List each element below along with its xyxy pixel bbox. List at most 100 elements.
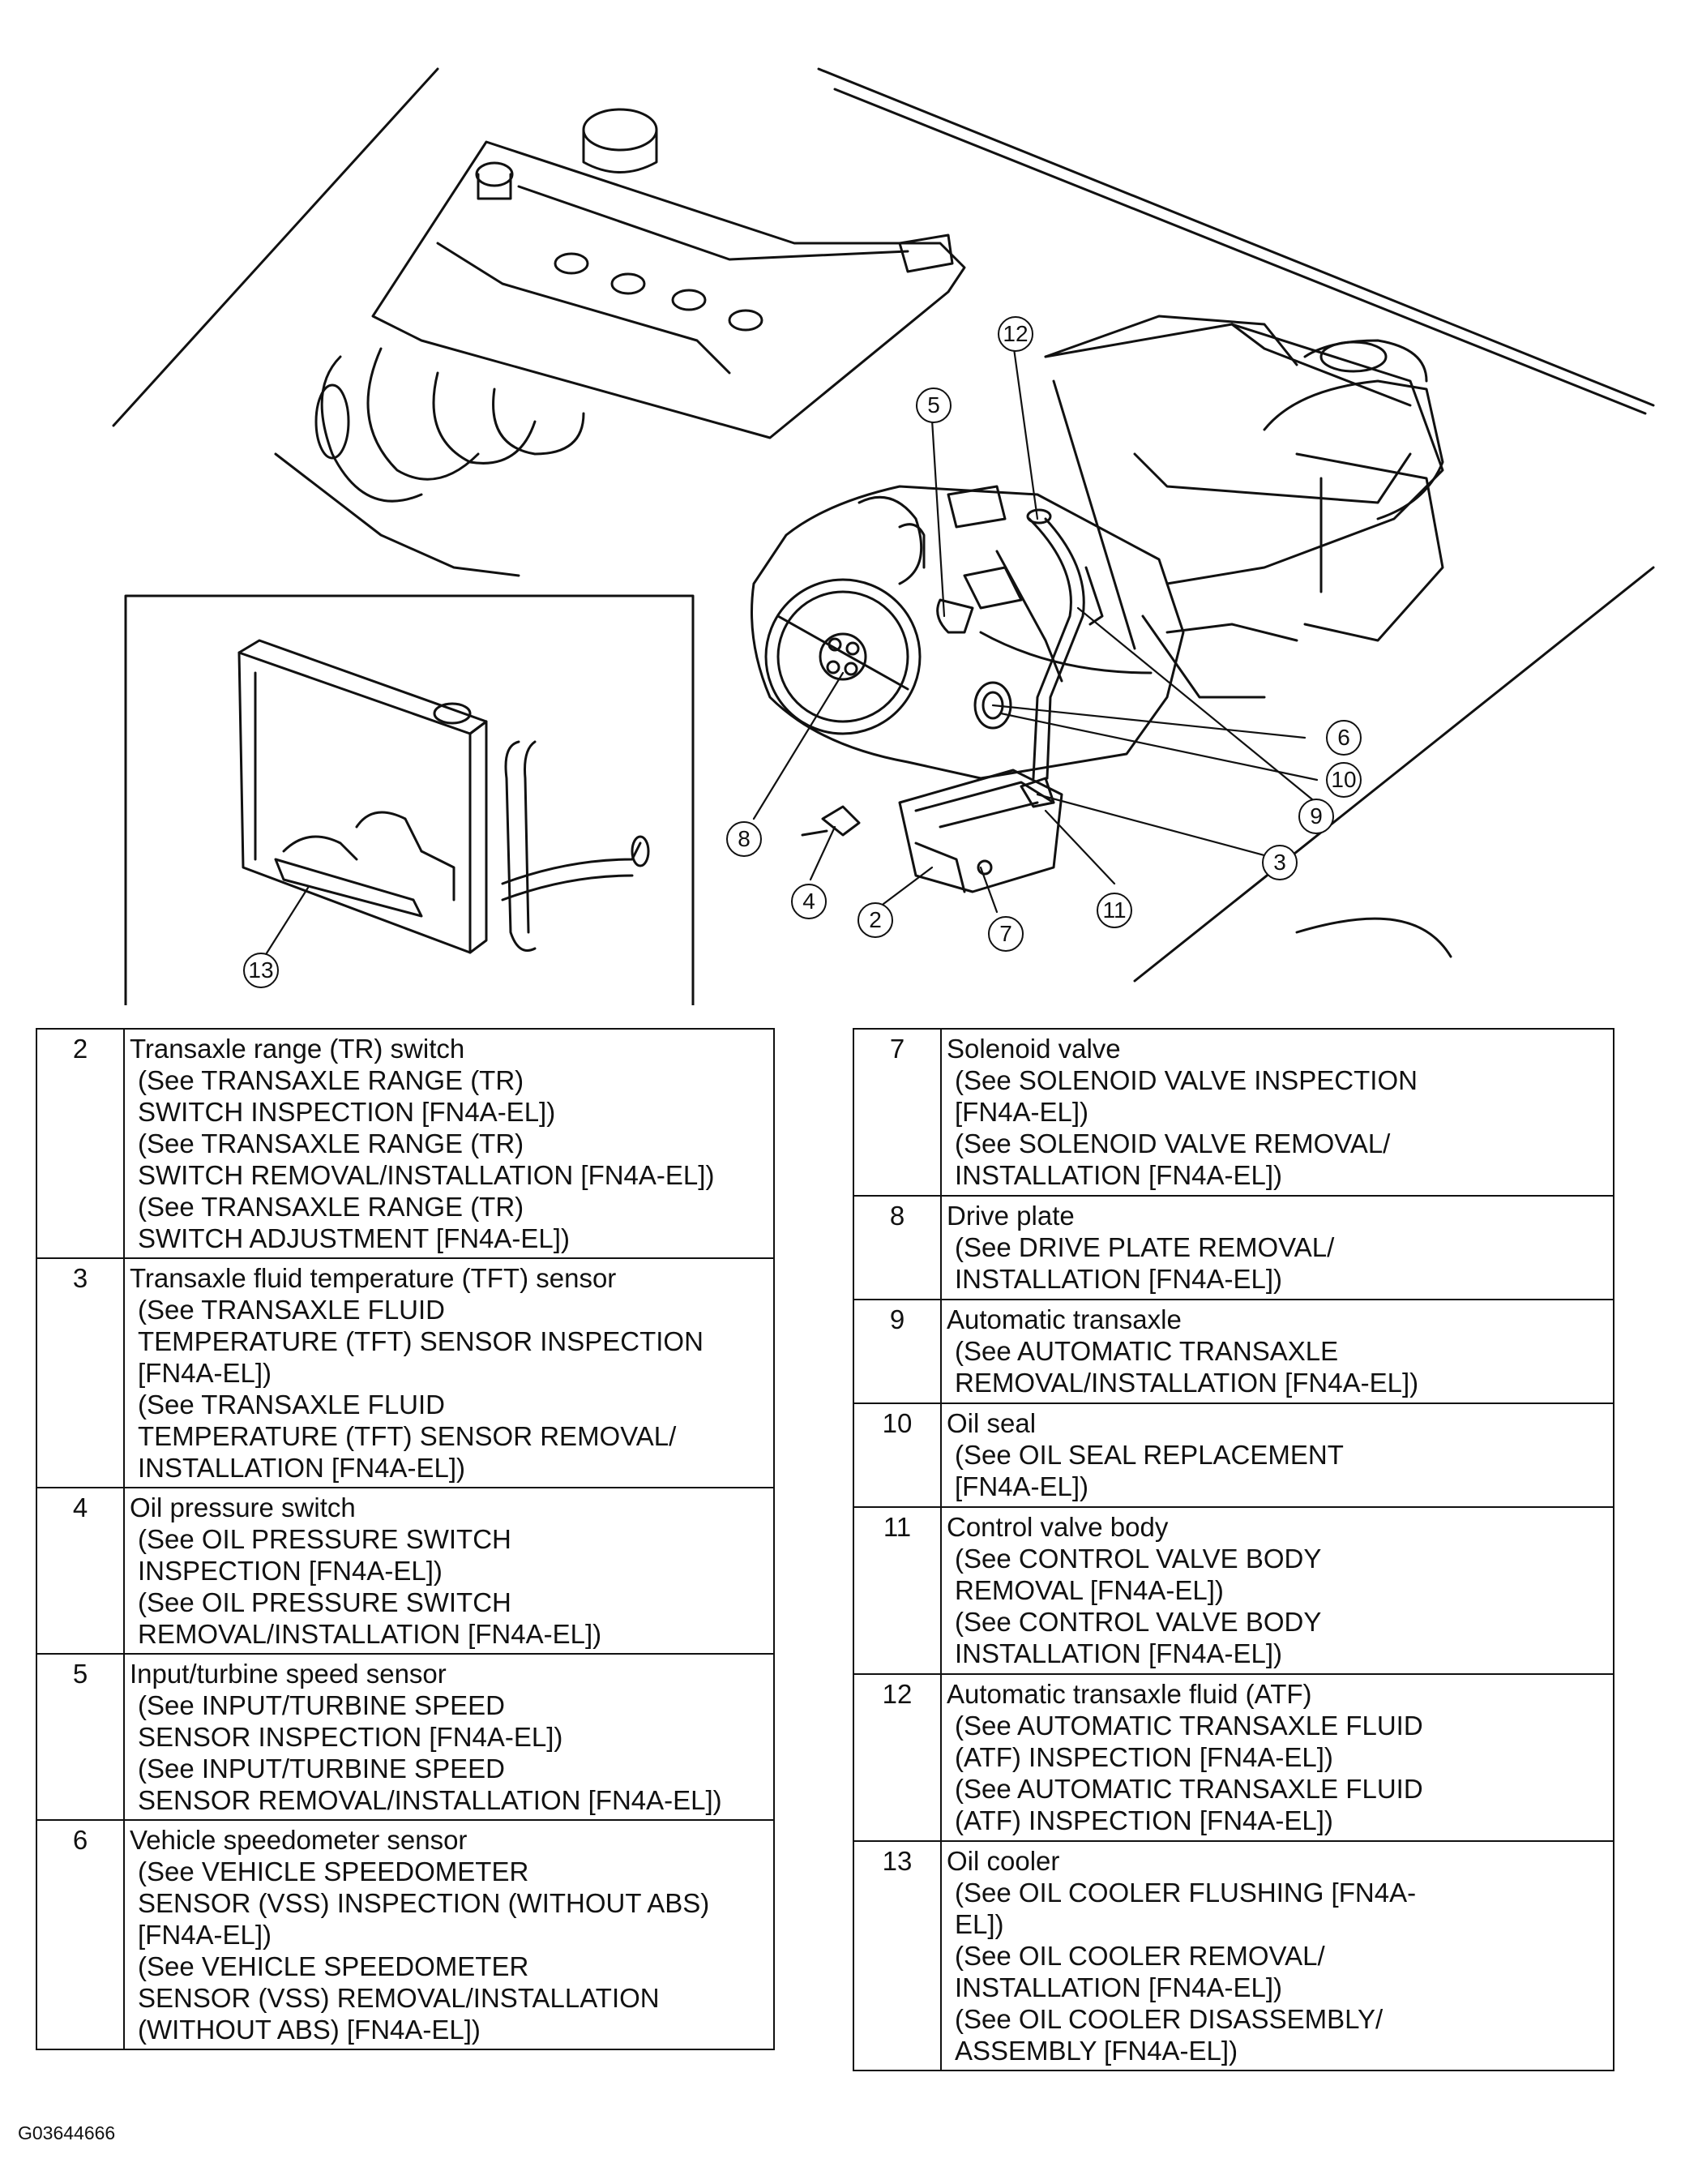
item-description: Oil seal(See OIL SEAL REPLACEMENT [FN4A-… <box>940 1402 1614 1508</box>
item-title: Oil cooler <box>947 1846 1060 1876</box>
procedure-reference: (See OIL COOLER FLUSHING [FN4A- EL]) <box>955 1878 1417 1939</box>
procedure-reference: (See INPUT/TURBINE SPEED SENSOR INSPECTI… <box>138 1690 563 1752</box>
item-title: Transaxle fluid temperature (TFT) sensor <box>130 1263 617 1293</box>
procedure-reference: (See AUTOMATIC TRANSAXLE FLUID (ATF) INS… <box>955 1774 1423 1835</box>
procedure-reference: (See CONTROL VALVE BODY INSTALLATION [FN… <box>955 1607 1322 1668</box>
item-description: Control valve body(See CONTROL VALVE BOD… <box>940 1506 1614 1675</box>
dipstick-tube <box>1026 508 1104 780</box>
callout-13: 13 <box>243 953 279 988</box>
lower-line <box>1133 566 1655 983</box>
procedure-reference: (See AUTOMATIC TRANSAXLE FLUID (ATF) INS… <box>955 1711 1423 1772</box>
procedure-reference: (See TRANSAXLE RANGE (TR) SWITCH ADJUSTM… <box>138 1192 570 1253</box>
transaxle-housing <box>751 323 1444 780</box>
item-number: 7 <box>853 1028 942 1197</box>
callout-2: 2 <box>857 902 893 938</box>
drive-plate-art <box>764 578 922 735</box>
procedure-reference: (See SOLENOID VALVE INSPECTION [FN4A-EL]… <box>955 1065 1418 1127</box>
callout-6: 6 <box>1326 720 1362 756</box>
exploded-view-drawing <box>112 67 1655 1005</box>
procedure-reference: (See CONTROL VALVE BODY REMOVAL [FN4A-EL… <box>955 1544 1322 1605</box>
figure-id: G03644666 <box>18 2122 116 2143</box>
callout-12: 12 <box>998 316 1033 352</box>
procedure-reference: (See SOLENOID VALVE REMOVAL/ INSTALLATIO… <box>955 1128 1391 1190</box>
procedure-reference: (See OIL SEAL REPLACEMENT [FN4A-EL]) <box>955 1440 1344 1501</box>
procedure-reference: (See OIL COOLER DISASSEMBLY/ ASSEMBLY [F… <box>955 2004 1383 2066</box>
fender-curve <box>1295 917 1452 958</box>
item-number: 12 <box>853 1673 942 1842</box>
item-number: 8 <box>853 1195 942 1300</box>
item-description: Transaxle range (TR) switch(See TRANSAXL… <box>123 1028 775 1259</box>
body-outline <box>112 67 439 427</box>
item-number: 13 <box>853 1840 942 2071</box>
item-number: 5 <box>36 1653 125 1821</box>
item-description: Vehicle speedometer sensor(See VEHICLE S… <box>123 1819 775 2050</box>
item-number: 6 <box>36 1819 125 2050</box>
leader-13 <box>258 886 310 966</box>
valve-body-art <box>801 769 1063 893</box>
callout-7: 7 <box>988 916 1024 952</box>
item-title: Transaxle range (TR) switch <box>130 1034 465 1064</box>
item-description: Oil pressure switch(See OIL PRESSURE SWI… <box>123 1487 775 1655</box>
callout-11: 11 <box>1097 893 1132 928</box>
item-description: Transaxle fluid temperature (TFT) sensor… <box>123 1257 775 1488</box>
procedure-reference: (See VEHICLE SPEEDOMETER SENSOR (VSS) IN… <box>138 1856 710 1950</box>
procedure-reference: (See TRANSAXLE RANGE (TR) SWITCH REMOVAL… <box>138 1128 715 1190</box>
item-title: Input/turbine speed sensor <box>130 1659 447 1689</box>
item-description: Automatic transaxle fluid (ATF)(See AUTO… <box>940 1673 1614 1842</box>
item-description: Drive plate(See DRIVE PLATE REMOVAL/ INS… <box>940 1195 1614 1300</box>
callout-8: 8 <box>726 821 762 857</box>
item-description: Oil cooler(See OIL COOLER FLUSHING [FN4A… <box>940 1840 1614 2071</box>
item-title: Drive plate <box>947 1201 1075 1231</box>
callout-4: 4 <box>791 884 827 919</box>
oil-seal-art <box>973 681 1012 730</box>
item-title: Solenoid valve <box>947 1034 1121 1064</box>
item-title: Automatic transaxle <box>947 1304 1182 1334</box>
procedure-reference: (See TRANSAXLE RANGE (TR) SWITCH INSPECT… <box>138 1065 556 1127</box>
item-title: Oil pressure switch <box>130 1492 356 1522</box>
callout-5: 5 <box>916 388 952 423</box>
body-outline-2 <box>817 67 1655 407</box>
intake-manifold <box>274 347 585 577</box>
item-number: 2 <box>36 1028 125 1259</box>
procedure-reference: (See TRANSAXLE FLUID TEMPERATURE (TFT) S… <box>138 1390 677 1483</box>
item-title: Vehicle speedometer sensor <box>130 1825 468 1855</box>
procedure-reference: (See TRANSAXLE FLUID TEMPERATURE (TFT) S… <box>138 1295 704 1388</box>
callout-10: 10 <box>1326 762 1362 798</box>
procedure-reference: (See OIL COOLER REMOVAL/ INSTALLATION [F… <box>955 1941 1325 2002</box>
body-outline-3 <box>833 88 1647 415</box>
callout-3: 3 <box>1262 845 1298 880</box>
item-title: Control valve body <box>947 1512 1169 1542</box>
inset-frame <box>124 594 695 1005</box>
speed-sensor-art <box>898 485 1023 634</box>
battery-box <box>1044 315 1444 642</box>
procedure-reference: (See OIL PRESSURE SWITCH INSPECTION [FN4… <box>138 1524 511 1586</box>
radiator-art <box>237 639 650 954</box>
callout-9: 9 <box>1298 799 1334 834</box>
item-title: Automatic transaxle fluid (ATF) <box>947 1679 1312 1709</box>
engine-head <box>371 108 966 439</box>
item-number: 11 <box>853 1506 942 1675</box>
procedure-reference: (See INPUT/TURBINE SPEED SENSOR REMOVAL/… <box>138 1754 722 1815</box>
item-number: 10 <box>853 1402 942 1508</box>
procedure-reference: (See VEHICLE SPEEDOMETER SENSOR (VSS) RE… <box>138 1951 660 2045</box>
leader-lines <box>752 347 1323 914</box>
item-description: Input/turbine speed sensor(See INPUT/TUR… <box>123 1653 775 1821</box>
item-description: Automatic transaxle(See AUTOMATIC TRANSA… <box>940 1299 1614 1404</box>
procedure-reference: (See DRIVE PLATE REMOVAL/ INSTALLATION [… <box>955 1232 1335 1294</box>
item-number: 4 <box>36 1487 125 1655</box>
item-number: 9 <box>853 1299 942 1404</box>
